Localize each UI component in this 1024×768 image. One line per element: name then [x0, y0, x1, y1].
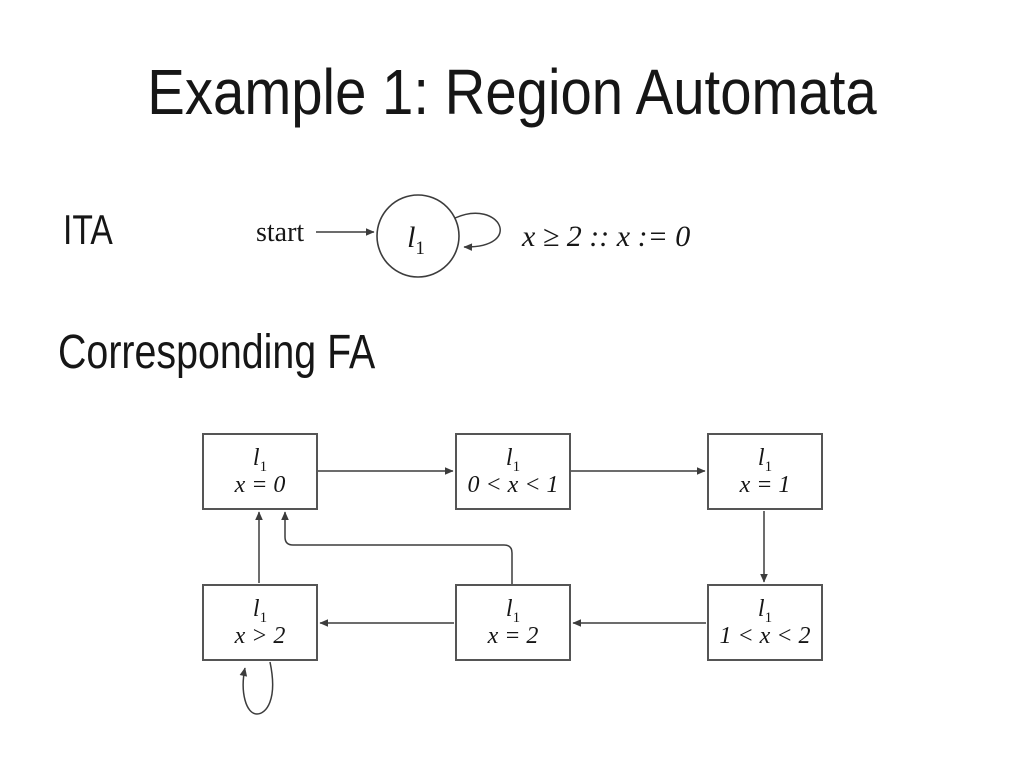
fa-state-x2: l1 x = 2: [455, 584, 571, 661]
fa-state-1x2: l1 1 < x < 2: [707, 584, 823, 661]
transition-arrow-xgt2-self-loop: [239, 661, 274, 715]
ita-self-loop-arrow: [454, 212, 501, 251]
state-subscript: 1: [764, 458, 773, 475]
state-label: l1: [505, 445, 521, 475]
state-label: l1: [505, 596, 521, 626]
state-label: l1: [252, 445, 268, 475]
fa-state-x1: l1 x = 1: [707, 433, 823, 510]
fa-section-label: Corresponding FA: [58, 326, 376, 379]
ita-start-label: start: [256, 217, 304, 248]
fa-state-xgt2: l1 x > 2: [202, 584, 318, 661]
state-subscript: 1: [512, 458, 521, 475]
fa-state-x0: l1 x = 0: [202, 433, 318, 510]
state-constraint: x > 2: [234, 623, 286, 649]
state-label: l1: [757, 445, 773, 475]
ita-state-circle: [376, 194, 460, 278]
state-subscript: 1: [259, 609, 268, 626]
state-constraint: 1 < x < 2: [719, 623, 811, 649]
ita-section-label: ITA: [63, 206, 113, 253]
transition-arrow-x2-to-x0: [281, 511, 513, 584]
ita-diagram: start l1 x ≥ 2 :: x := 0: [256, 194, 690, 278]
ita-transition-label: x ≥ 2 :: x := 0: [521, 220, 690, 253]
state-constraint: x = 0: [234, 472, 286, 498]
ita-state-label: l1: [407, 221, 425, 259]
state-subscript: 1: [259, 458, 268, 475]
state-subscript: 1: [764, 609, 773, 626]
state-label: l1: [252, 596, 268, 626]
state-label: l1: [757, 596, 773, 626]
state-constraint: 0 < x < 1: [467, 472, 559, 498]
state-subscript: 1: [512, 609, 521, 626]
state-constraint: x = 1: [739, 472, 791, 498]
state-constraint: x = 2: [487, 623, 539, 649]
page-title: Example 1: Region Automata: [147, 56, 877, 128]
fa-state-0x1: l1 0 < x < 1: [455, 433, 571, 510]
